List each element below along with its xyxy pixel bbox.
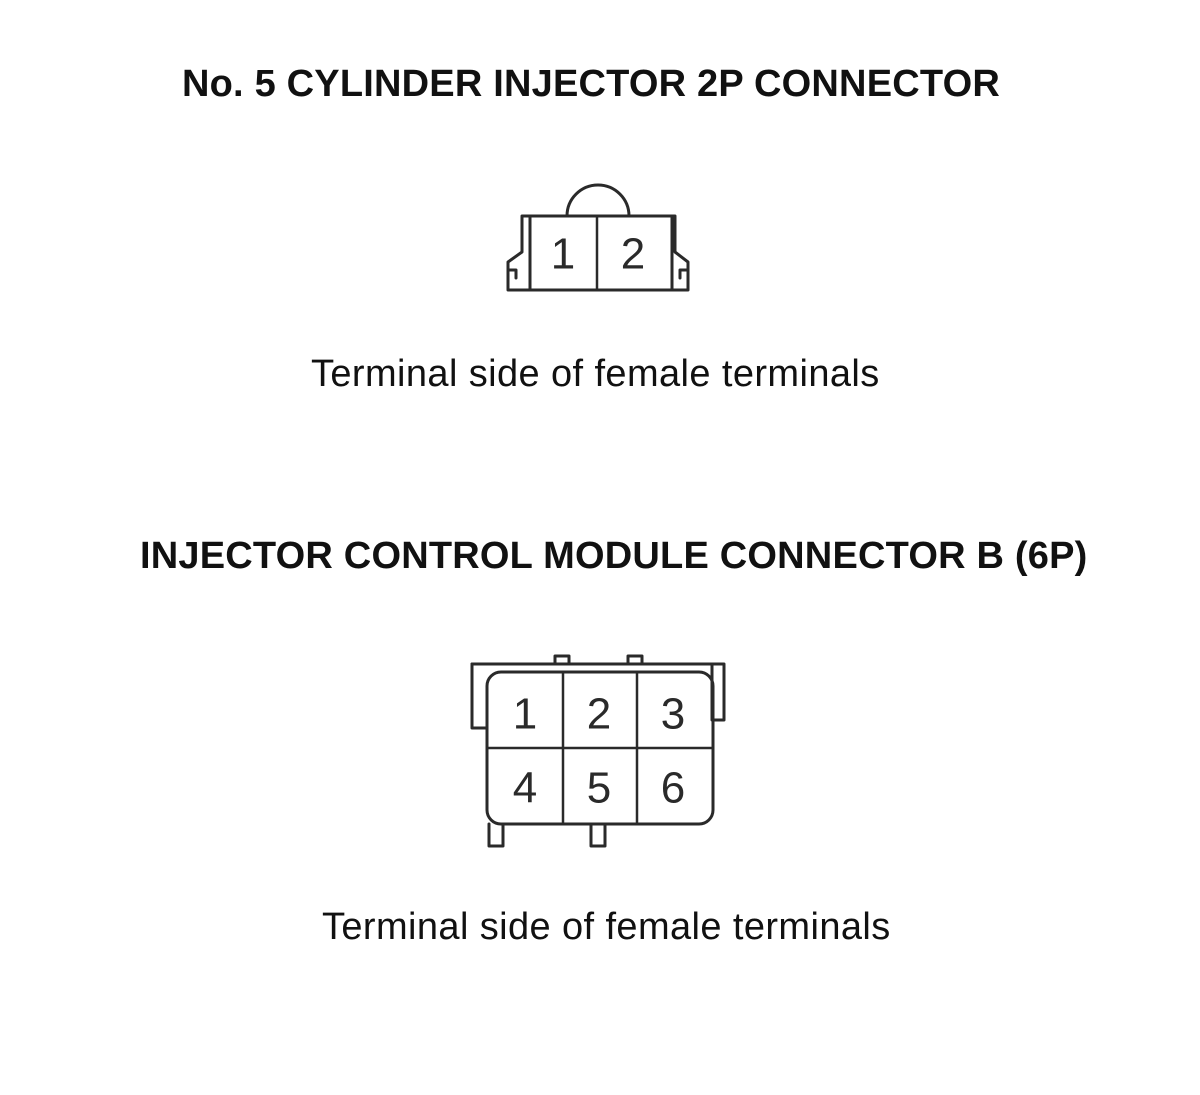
connector-6p-housing-left	[470, 662, 489, 730]
connector-6p-pin-2: 2	[587, 690, 611, 739]
connector-2p-diagram: 1 2	[506, 183, 690, 292]
connector-6p-top-tab-1	[553, 654, 571, 666]
connector-2p-right-notch	[678, 268, 690, 280]
connector-2p-latch	[565, 183, 631, 218]
connector-2p-pin-2: 2	[621, 230, 645, 279]
connector-2p-cavity	[528, 214, 674, 292]
connector-2p-caption: Terminal side of female terminals	[311, 353, 880, 395]
connector-6p-top-tab-2	[626, 654, 644, 666]
connector-6p-diagram: 1 2 3 4 5 6	[470, 654, 726, 848]
connector-6p-bottom-leg-2	[589, 822, 607, 848]
connector-6p-pin-5: 5	[587, 764, 611, 813]
connector-6p-caption: Terminal side of female terminals	[322, 906, 891, 948]
connector-2p-pin-1: 1	[551, 230, 575, 279]
connector-2p-left-notch	[506, 268, 518, 280]
connector-6p-pin-1: 1	[513, 690, 537, 739]
connector-6p-pin-3: 3	[661, 690, 685, 739]
connector-6p-title: INJECTOR CONTROL MODULE CONNECTOR B (6P)	[140, 535, 1088, 577]
connector-6p-pin-4: 4	[513, 764, 537, 813]
connector-2p-housing	[506, 214, 690, 292]
connector-6p-bottom-leg-1	[487, 822, 505, 848]
connector-2p-title: No. 5 CYLINDER INJECTOR 2P CONNECTOR	[182, 63, 1001, 105]
connector-6p-pin-6: 6	[661, 764, 685, 813]
